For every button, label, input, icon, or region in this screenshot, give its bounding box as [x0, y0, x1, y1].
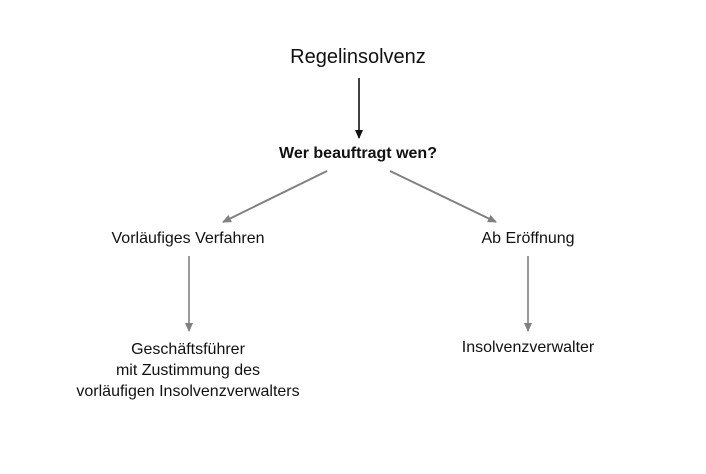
- result-node-insolvenzverwalter: Insolvenzverwalter: [461, 339, 595, 356]
- result-line-2: mit Zustimmung des: [115, 362, 261, 379]
- result-line-1: Geschäftsführer: [131, 341, 245, 358]
- result-line-3: vorläufigen Insolvenzverwalters: [76, 383, 300, 400]
- question-node: Wer beauftragt wen?: [279, 145, 437, 162]
- root-node-regelinsolvenz: Regelinsolvenz: [290, 46, 426, 68]
- branch-node-vorlaeufiges-verfahren: Vorläufiges Verfahren: [111, 230, 265, 247]
- branch-node-ab-eroeffnung: Ab Eröffnung: [481, 230, 575, 247]
- result-node-geschaeftsfuehrer: Geschäftsführer mit Zustimmung des vorlä…: [38, 339, 338, 402]
- arrow-question-to-right-branch: [389, 170, 497, 223]
- arrow-question-to-left-branch: [222, 170, 328, 223]
